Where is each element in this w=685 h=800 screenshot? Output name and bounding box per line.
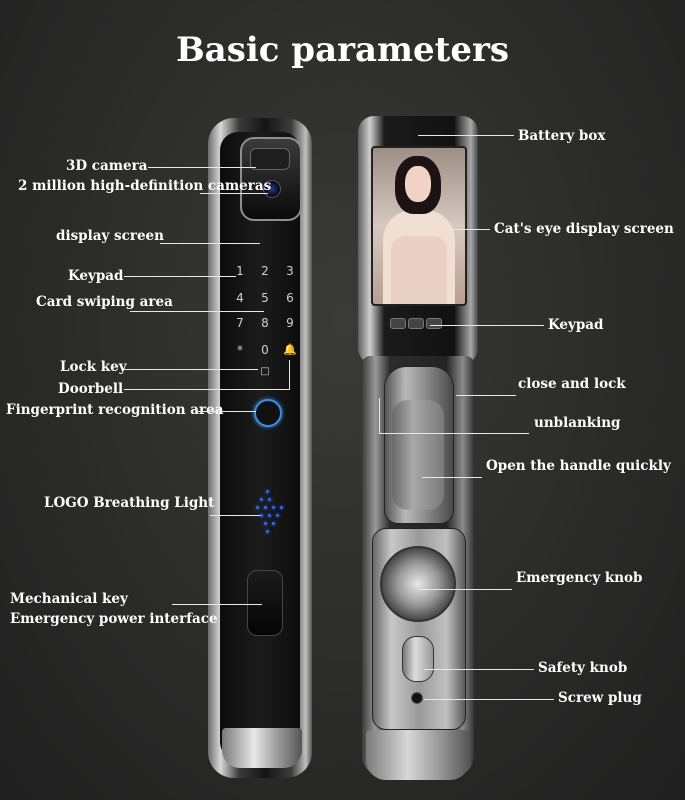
label-doorbell: Doorbell	[58, 381, 124, 397]
label-hd-cameras: 2 million high-definition cameras	[18, 178, 272, 194]
safety-knob[interactable]	[402, 636, 434, 682]
rear-lock-base	[366, 730, 470, 780]
keypad-key[interactable]: 7	[236, 316, 244, 330]
front-lock-base	[222, 728, 302, 768]
label-cats-eye: Cat's eye display screen	[494, 221, 674, 237]
label-rear-keypad: Keypad	[548, 317, 604, 333]
keypad-key[interactable]: 9	[286, 316, 294, 330]
fingerprint-sensor-icon[interactable]	[254, 399, 282, 427]
label-mechanical-key: Mechanical key	[10, 591, 128, 607]
keypad-key[interactable]: 4	[236, 291, 244, 305]
keypad-key[interactable]: 5	[261, 291, 269, 305]
keypad-key[interactable]: 3	[286, 264, 294, 278]
rear-key-button[interactable]	[390, 318, 406, 329]
lock-key-icon[interactable]: □	[260, 366, 270, 377]
label-open-handle: Open the handle quickly	[486, 458, 671, 474]
label-keypad: Keypad	[68, 268, 124, 284]
keypad-key[interactable]: 8	[261, 316, 269, 330]
emergency-knob[interactable]	[380, 546, 456, 622]
label-close-lock: close and lock	[518, 376, 626, 392]
cats-eye-display	[371, 146, 467, 306]
keypad-key[interactable]: 0	[261, 343, 269, 357]
screw-plug	[411, 692, 423, 704]
label-emergency-power: Emergency power interface	[10, 611, 218, 627]
doorbell-icon[interactable]: 🔔	[283, 343, 297, 356]
label-3d-camera: 3D camera	[66, 158, 148, 174]
logo-breathing-light	[256, 490, 286, 536]
label-battery-box: Battery box	[518, 128, 606, 144]
page-title: Basic parameters	[175, 30, 510, 70]
rear-keypad	[390, 318, 442, 329]
label-logo-light: LOGO Breathing Light	[44, 495, 215, 511]
keypad-key[interactable]: *	[237, 343, 243, 357]
rear-key-button[interactable]	[426, 318, 442, 329]
keypad-key[interactable]: 2	[261, 264, 269, 278]
mechanical-key-slot[interactable]	[247, 570, 283, 636]
rear-key-button[interactable]	[408, 318, 424, 329]
handle-inner	[392, 400, 444, 510]
keypad-key[interactable]: 1	[236, 264, 244, 278]
label-emergency-knob: Emergency knob	[516, 570, 643, 586]
label-safety-knob: Safety knob	[538, 660, 628, 676]
label-screw-plug: Screw plug	[558, 690, 642, 706]
label-display-screen: display screen	[56, 228, 164, 244]
keypad-key[interactable]: 6	[286, 291, 294, 305]
label-card-area: Card swiping area	[36, 294, 173, 310]
label-lock-key: Lock key	[60, 359, 127, 375]
label-fingerprint: Fingerprint recognition area	[6, 402, 224, 418]
3d-camera-sensor	[250, 148, 290, 170]
front-lock-panel	[208, 118, 312, 778]
label-unblanking: unblanking	[534, 415, 621, 431]
